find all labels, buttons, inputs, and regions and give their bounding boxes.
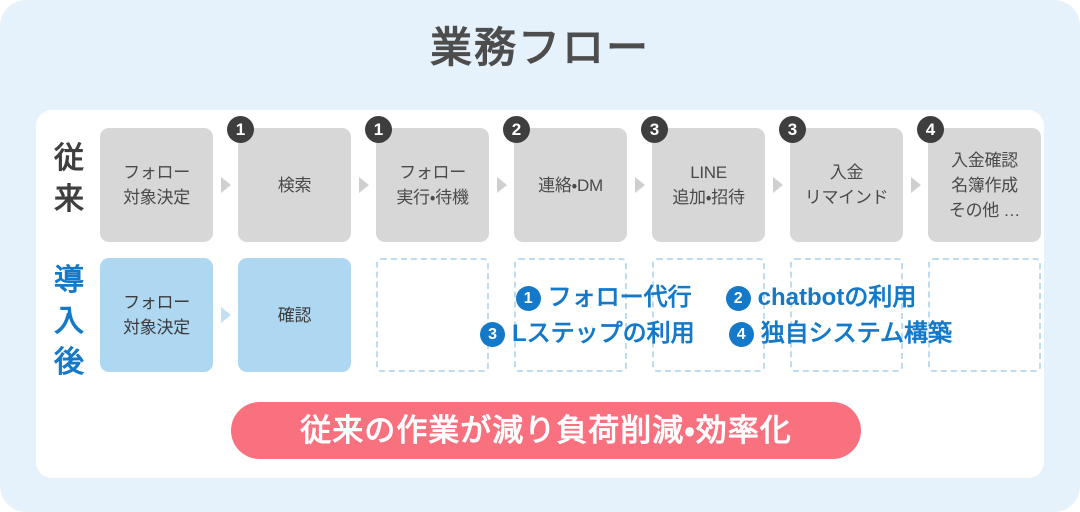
row-label-before: 従来: [46, 138, 92, 220]
step-number-badge: 4: [917, 116, 944, 143]
summary-banner: 従来の作業が減り負荷削減・効率化: [231, 402, 861, 459]
flow-arrow-icon: [213, 128, 238, 242]
row-label-char: 従: [54, 142, 84, 175]
step-label: 確認: [277, 305, 312, 325]
flow-arrow-icon: [213, 258, 238, 372]
flow-step-grey-2: 1 検索: [227, 116, 351, 242]
flow-step-grey-4: 2 連絡・DM: [503, 116, 627, 242]
step-number-badge: 3: [779, 116, 806, 143]
row-label-char: 入: [54, 305, 84, 338]
summary-banner-text: 従来の作業が減り負荷削減・効率化: [300, 412, 792, 448]
step-label: 入金 リマインド: [804, 163, 889, 207]
step-label: フォロー 対象決定: [123, 293, 190, 337]
flow-arrow-icon: [765, 128, 790, 242]
flow-arrow-icon: [489, 128, 514, 242]
step-number-badge: 2: [503, 116, 530, 143]
automated-placeholder-2: [514, 258, 627, 372]
page-title: 業務フロー: [429, 24, 650, 71]
flow-arrow-icon: [627, 128, 652, 242]
flow-spacer: [765, 258, 790, 372]
automated-placeholder-4: [790, 258, 903, 372]
flow-arrow-icon: [903, 128, 928, 242]
row-label-char: 導: [54, 264, 84, 297]
step-label: 入金確認 名簿作成 その他 …: [948, 150, 1021, 220]
flow-spacer: [627, 258, 652, 372]
flow-spacer: [489, 258, 514, 372]
flow-step-blue-2: 確認: [238, 258, 351, 372]
step-number-badge: 1: [365, 116, 392, 143]
row-label-after: 導入後: [46, 260, 92, 383]
step-label: フォロー 実行・待機: [396, 163, 469, 207]
flow-step-grey-6: 3 入金 リマインド: [779, 116, 903, 242]
flow-step-grey-1: フォロー 対象決定: [100, 128, 213, 242]
step-number-badge: 3: [641, 116, 668, 143]
flow-step-blue-1: フォロー 対象決定: [100, 258, 213, 372]
step-label: フォロー 対象決定: [123, 163, 190, 207]
automated-placeholder-1: [376, 258, 489, 372]
step-label: LINE 追加・招待: [672, 163, 745, 207]
row-label-char: 来: [54, 183, 84, 216]
step-number-badge: 1: [227, 116, 254, 143]
flow-spacer: [351, 258, 376, 372]
step-label: 連絡・DM: [538, 175, 603, 195]
step-label: 検索: [277, 175, 312, 195]
automated-placeholder-5: [928, 258, 1041, 372]
flow-spacer: [903, 258, 928, 372]
flow-arrow-icon: [351, 128, 376, 242]
flow-row-after: フォロー 対象決定 確認: [100, 258, 1041, 372]
row-label-char: 後: [54, 346, 84, 379]
automated-placeholder-3: [652, 258, 765, 372]
